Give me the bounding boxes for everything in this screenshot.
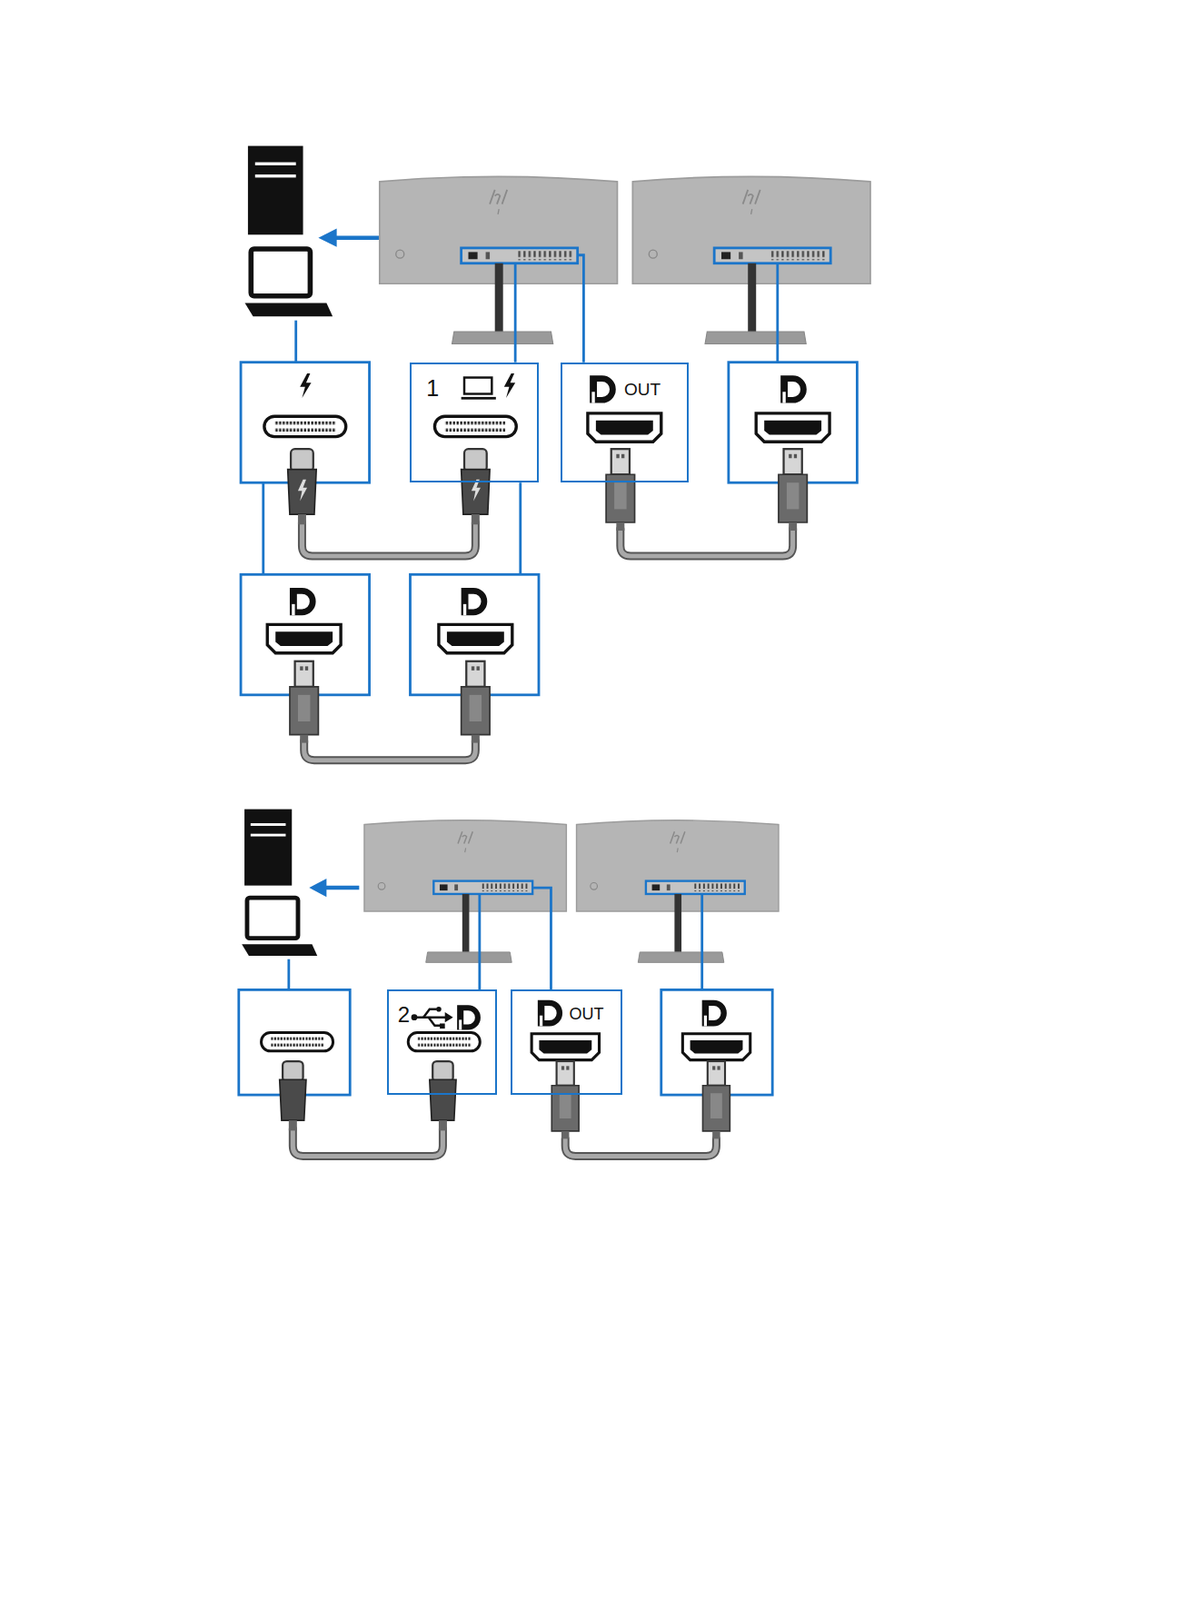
- port-number: 2: [397, 1003, 410, 1026]
- port-box: OUT: [510, 989, 624, 1095]
- port-label: OUT: [624, 380, 661, 398]
- port-box: OUT: [560, 362, 690, 484]
- port-label: OUT: [568, 1005, 604, 1023]
- port-number: 1: [426, 377, 439, 400]
- port-box: 2: [387, 989, 497, 1095]
- port-box: 1: [409, 362, 539, 484]
